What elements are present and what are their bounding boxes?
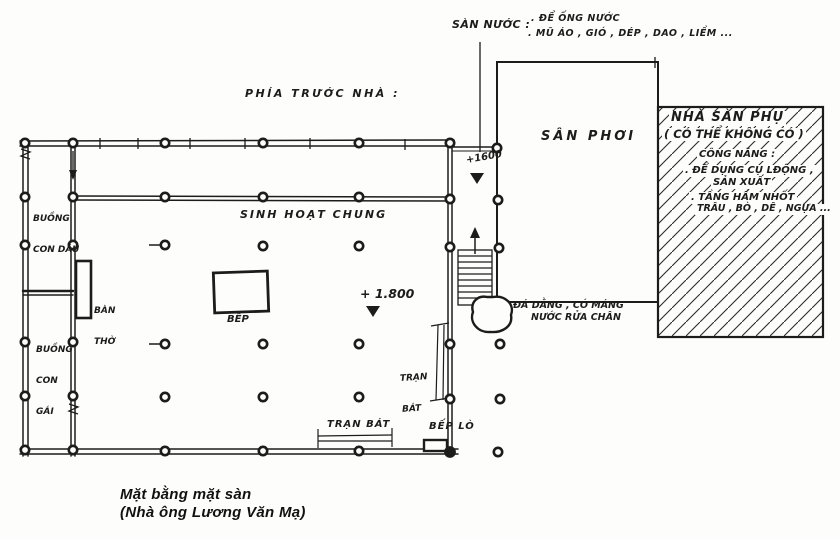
san-nuoc-label: SÀN NƯỚC : (452, 18, 531, 31)
nha-san-phu-hatched-area (656, 105, 825, 339)
wall-break-symbols (19, 148, 80, 415)
bep-hearth (211, 269, 271, 315)
wall-tick-marks (99, 57, 656, 150)
nha-san-phu-heading: CÔNG NĂNG : (697, 149, 778, 161)
nha-san-phu-subtitle: ( CÓ THỂ KHÔNG CÓ ) (662, 127, 806, 142)
san-phoi-label: SÂN PHƠI (541, 129, 637, 144)
phia-truoc-nha-label: PHÍA TRƯỚC NHÀ : (245, 87, 401, 100)
bep-label: BẾP (227, 314, 249, 325)
nha-san-phu-item-1b: SẢN XUẤT (711, 177, 773, 189)
da-dang-stone (470, 295, 514, 334)
nha-san-phu-item-2b: TRÂU , BÒ , DÊ , NGỰA ... (695, 203, 833, 215)
column-posts (19, 137, 506, 458)
buong-con-gai-label: BUỒNG CON GÁI (36, 344, 73, 417)
san-nuoc-item-1: . ĐỂ ỐNG NƯỚC (531, 13, 621, 24)
ban-tho-label: BÀN THỜ (94, 305, 116, 347)
nha-san-phu-item-2a: . TẦNG HẦM NHỐT (689, 192, 797, 204)
ban-tho-altar (74, 259, 93, 320)
san-nuoc-item-2: . MŨ ÁO , GIÓ , DÉP , DAO , LIỀM ... (528, 28, 733, 39)
level-1800-triangle-icon (366, 306, 380, 317)
caption-line1: Mặt bằng mặt sàn (120, 486, 252, 503)
nha-san-phu-item-1a: . ĐỂ DỤNG CỤ LĐỘNG , (683, 165, 816, 177)
nha-san-phu-title: NHÀ SÀN PHỤ (669, 110, 787, 126)
bep-lo-stove (422, 438, 449, 453)
post-dash-marks (149, 244, 160, 345)
tran-bat-side-label: TRẠN BÁT (399, 371, 428, 415)
da-dang-label-line1: ĐÁ DẰNG , CÓ MÁNG (513, 300, 624, 311)
entry-arrow-icon (69, 170, 77, 180)
buong-con-dau-label: BUỒNG CON DÂU (33, 213, 80, 255)
tran-bat-bottom-bracket (317, 428, 393, 448)
stairs (457, 227, 493, 306)
san-phoi-outline (496, 61, 659, 303)
sinh-hoat-chung-label: SINH HOẠT CHUNG (240, 208, 388, 221)
da-dang-label-line2: NƯỚC RỬA CHÂN (531, 312, 621, 323)
tran-bat-side-bracket (429, 322, 450, 402)
caption-line2: (Nhà ông Lương Văn Mạ) (120, 504, 306, 521)
level-1800-label: + 1.800 (360, 286, 415, 301)
tran-bat-bottom-label: TRẠN BÁT (327, 419, 391, 430)
stairs-up-arrow-icon (470, 227, 480, 238)
bep-lo-label: BẾP LÒ (429, 421, 475, 432)
level-1600-triangle-icon (470, 173, 484, 184)
